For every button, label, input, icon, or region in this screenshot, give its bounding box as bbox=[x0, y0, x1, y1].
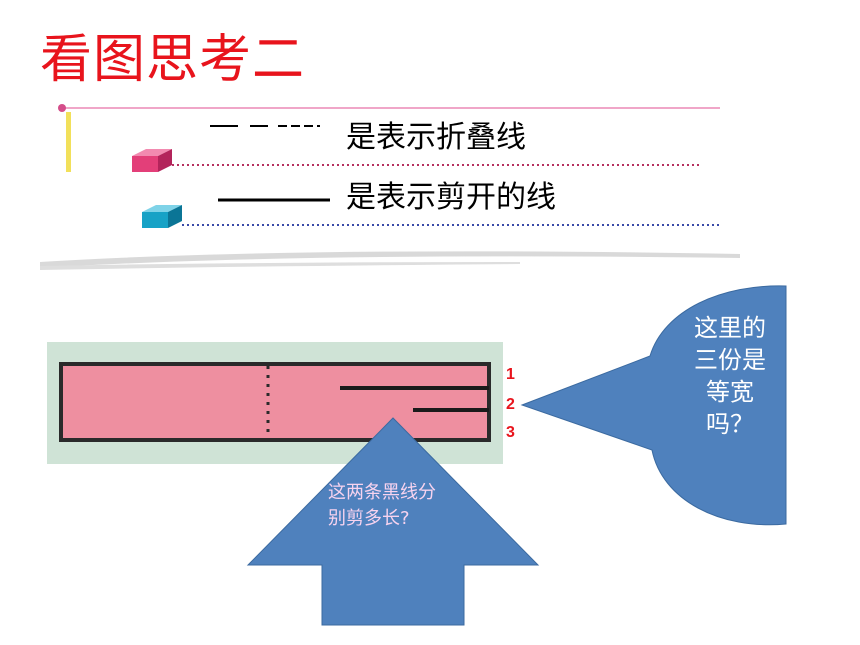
paper-strip-image bbox=[47, 342, 503, 464]
strip-label-3: 3 bbox=[506, 424, 515, 441]
callout-right-text: 这里的三份是等宽吗？ bbox=[694, 314, 766, 438]
pink-cube-icon bbox=[132, 149, 172, 172]
strip-label-2: 2 bbox=[506, 396, 515, 413]
bullet-dot-icon bbox=[58, 104, 66, 112]
legend-cut-text: 是表示剪开的线 bbox=[346, 180, 556, 215]
cyan-cube-icon bbox=[142, 205, 182, 228]
slide-title: 看图思考二 bbox=[40, 30, 306, 90]
callout-up-text: 这两条黑线分别剪多长? bbox=[328, 482, 436, 529]
legend-fold-text: 是表示折叠线 bbox=[346, 120, 526, 155]
strip-label-1: 1 bbox=[506, 366, 515, 383]
vertical-accent-bar bbox=[66, 112, 71, 172]
